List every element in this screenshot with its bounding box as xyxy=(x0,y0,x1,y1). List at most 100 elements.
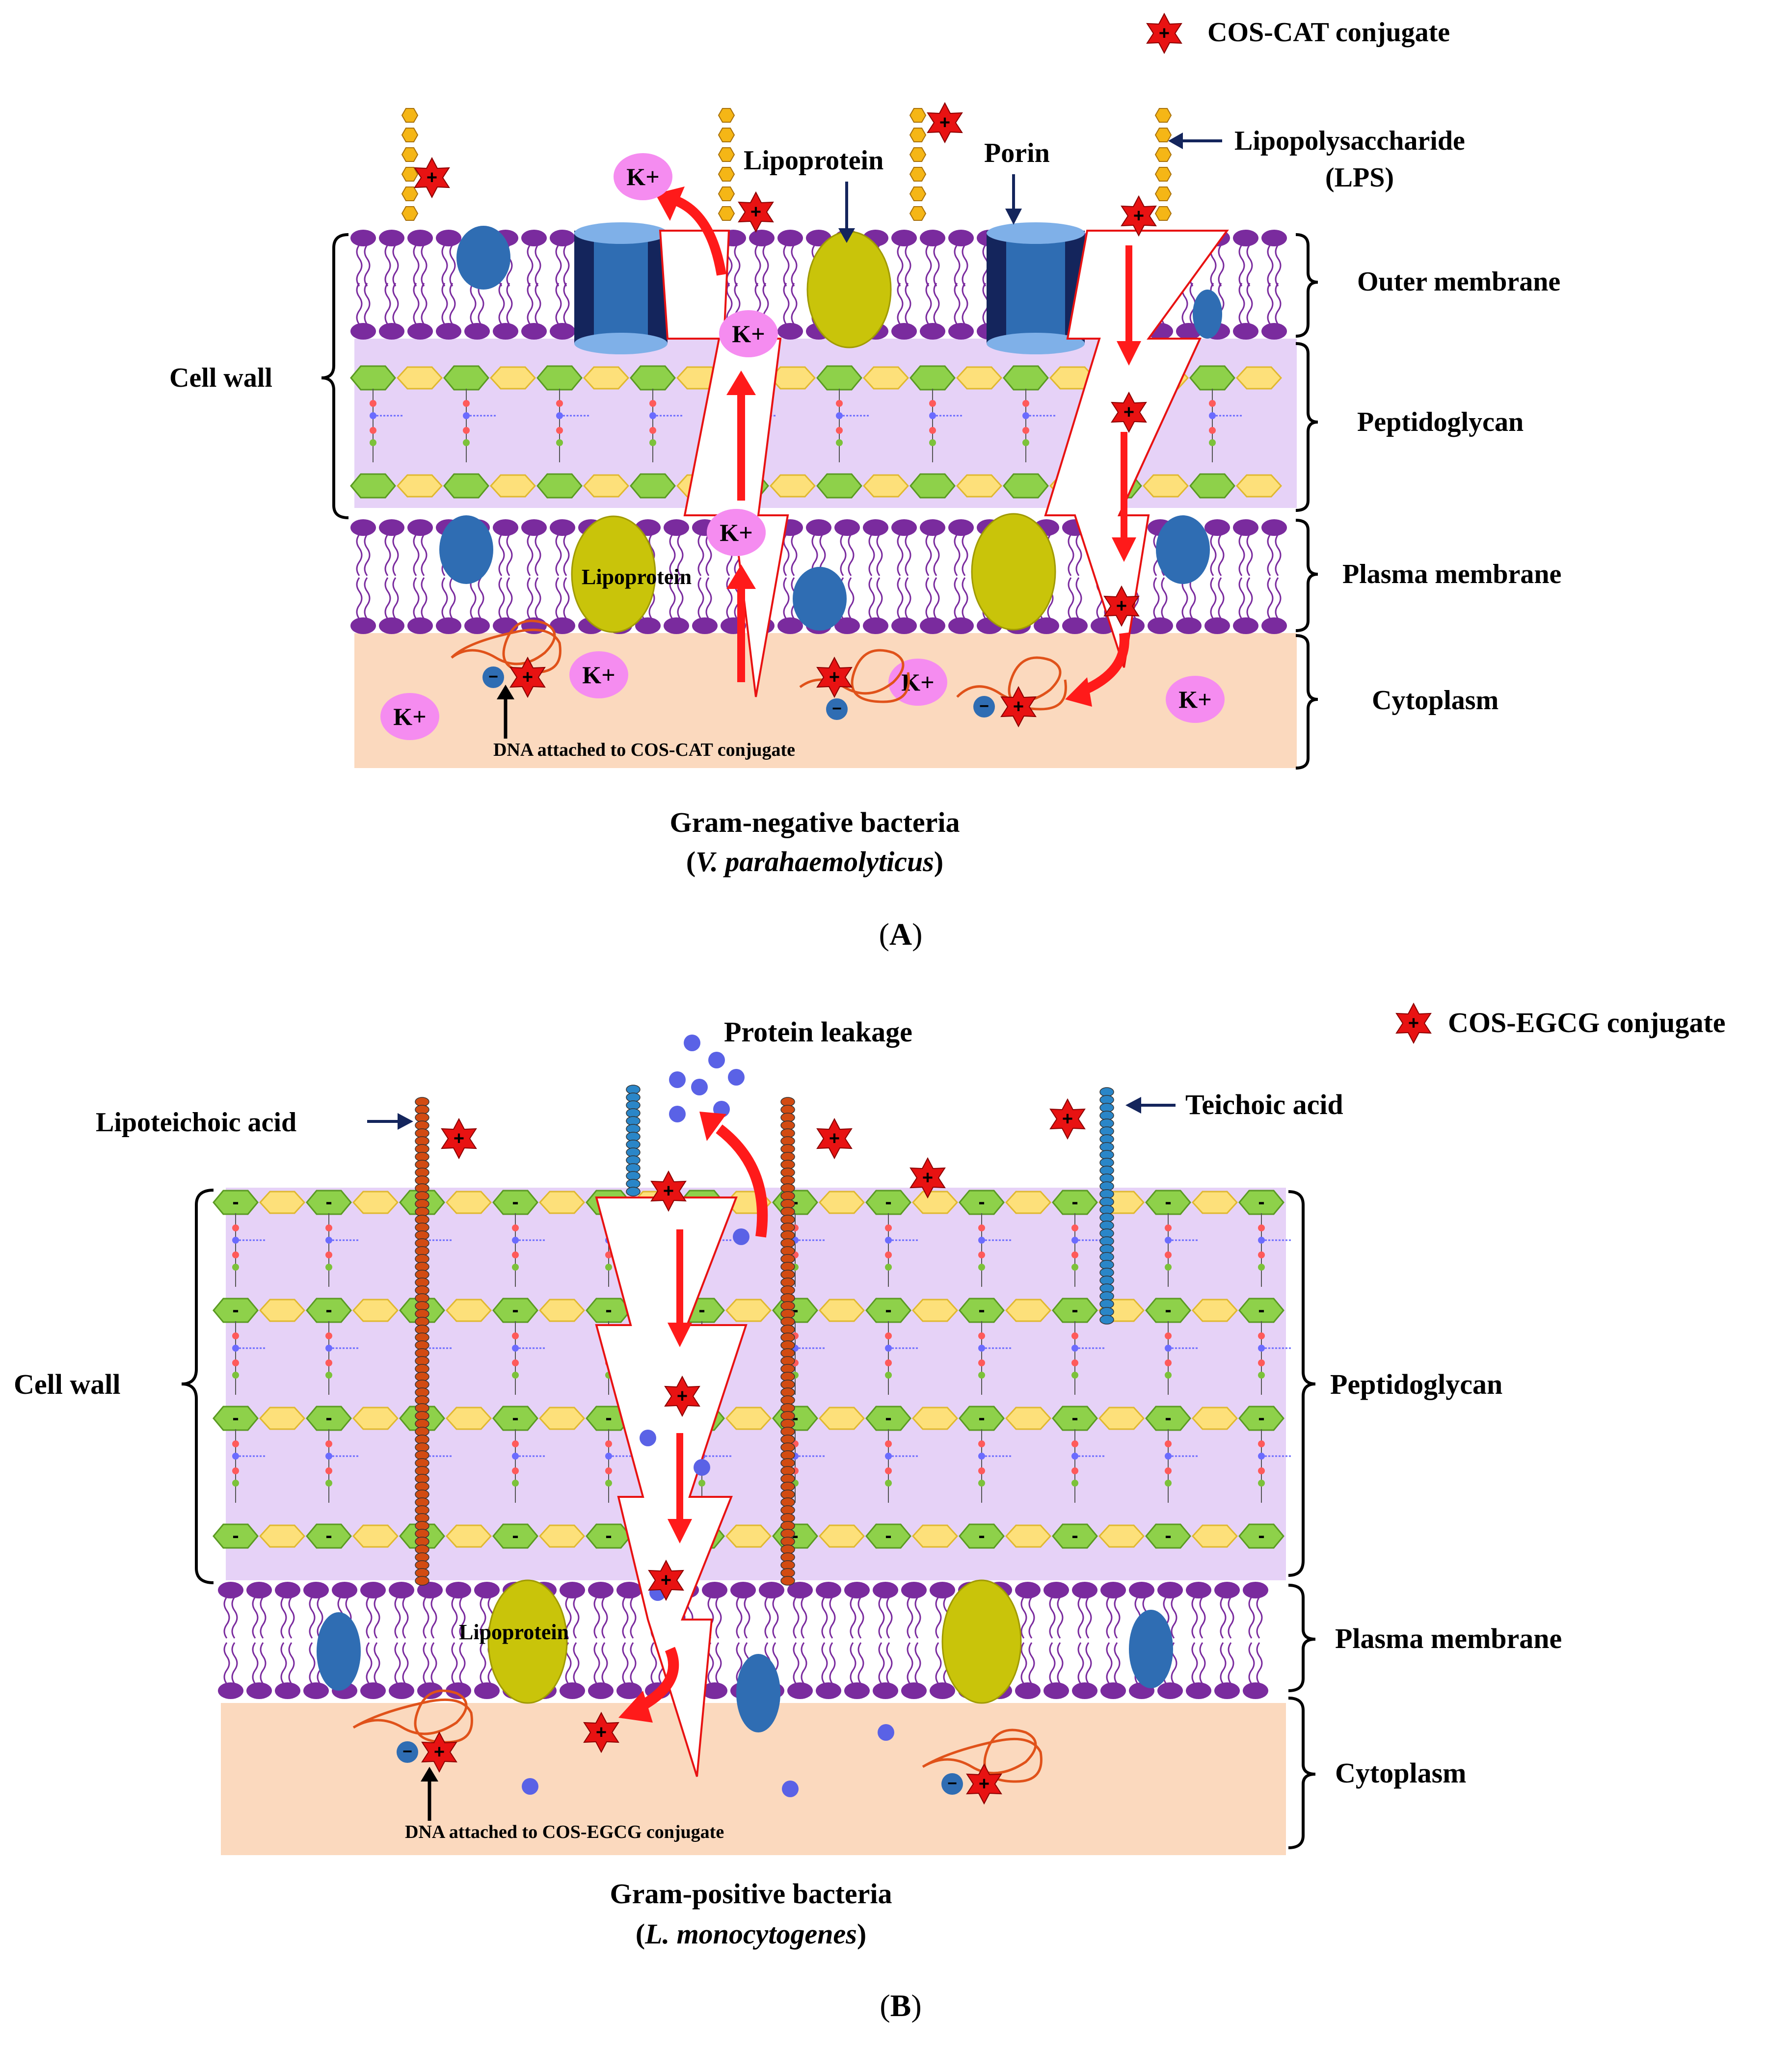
lps-chain-icon xyxy=(718,147,735,162)
protein-dot-icon xyxy=(878,1724,894,1741)
sugar-hexagon xyxy=(539,1191,585,1214)
lipid-head xyxy=(388,1581,415,1639)
lipid-head xyxy=(274,1581,301,1639)
lps-chain-icon xyxy=(909,206,927,221)
legend-a: COS-CAT conjugate xyxy=(1147,13,1450,53)
protein-dot-icon xyxy=(640,1430,656,1446)
lipid-head xyxy=(463,577,491,635)
efflux-arrows xyxy=(655,186,1141,707)
sugar-hexagon xyxy=(1005,1407,1051,1430)
lipid-head xyxy=(1232,518,1259,577)
teichoic-pointer-head xyxy=(1125,1097,1141,1114)
lps-chain-icon xyxy=(401,167,419,182)
potassium-ion-icon xyxy=(380,693,439,740)
negative-charge: - xyxy=(232,1191,239,1213)
svg-text:−: − xyxy=(947,1774,957,1793)
protein-dot-icon xyxy=(708,1052,725,1068)
lipid-head xyxy=(872,1581,899,1639)
negative-charge: - xyxy=(1165,1191,1171,1213)
negative-charge: - xyxy=(232,1407,239,1429)
cytoplasm-a-label: Cytoplasm xyxy=(1372,685,1498,716)
outer-membrane-label: Outer membrane xyxy=(1357,266,1560,297)
conjugate-star-icon xyxy=(927,103,963,143)
lps-chain-icon xyxy=(1154,186,1172,201)
sugar-hexagon xyxy=(397,366,443,390)
lipoteichoic-acid-icon xyxy=(415,1576,429,1586)
lipid-head xyxy=(587,1581,615,1639)
sugar-hexagon xyxy=(490,366,536,390)
lps-chain-icon xyxy=(401,147,419,162)
conjugate-star-icon xyxy=(817,1118,852,1159)
negative-charge: - xyxy=(1165,1299,1171,1321)
lipid-head xyxy=(691,577,719,635)
lipid-head xyxy=(815,1642,842,1700)
lipid-head xyxy=(378,518,405,577)
lipid-head xyxy=(919,518,946,577)
lps-chain-icon xyxy=(718,108,735,123)
conjugate-star-icon xyxy=(738,192,774,232)
protein-dot-icon xyxy=(691,1079,708,1095)
lipoteichoic-pointer-head xyxy=(398,1113,413,1130)
negative-charge: - xyxy=(885,1299,891,1321)
lipid-head xyxy=(1147,577,1174,635)
lps-chain-icon xyxy=(401,186,419,201)
lipid-head xyxy=(919,282,946,341)
lipid-head xyxy=(786,1642,814,1700)
lipid-head xyxy=(1185,1581,1212,1639)
brace-peptidoglycan xyxy=(1295,342,1318,512)
lipid-head xyxy=(758,1581,785,1639)
sugar-hexagon xyxy=(446,1191,492,1214)
lipid-head xyxy=(217,1581,244,1639)
panel-b-species: L. monocytogenes xyxy=(644,1918,857,1950)
sugar-hexagon xyxy=(1189,365,1235,391)
lps-chain-icon xyxy=(718,206,735,221)
sugar-hexagon xyxy=(1098,1524,1145,1548)
sugar-hexagon xyxy=(1192,1191,1238,1214)
sugar-hexagon xyxy=(352,1407,399,1430)
sugar-hexagon xyxy=(1189,473,1235,499)
lipid-head xyxy=(872,1642,899,1700)
negative-charge: - xyxy=(1071,1299,1078,1321)
sugar-hexagon xyxy=(352,1524,399,1548)
lipid-head xyxy=(378,282,405,341)
lightning-breach-icon xyxy=(1044,230,1229,668)
potassium-ion-icon xyxy=(707,509,766,556)
lipid-head xyxy=(349,282,377,341)
membrane-protein-icon xyxy=(317,1612,361,1691)
lps-abbrev-label: (LPS) xyxy=(1325,162,1394,193)
negative-charge: - xyxy=(1071,1191,1078,1213)
lipid-head xyxy=(549,229,576,287)
panel-b-title: Gram-positive bacteria xyxy=(610,1878,892,1910)
negative-charge: - xyxy=(1258,1407,1264,1429)
dna-note-arrowhead xyxy=(497,685,514,699)
negative-charge: - xyxy=(885,1407,891,1429)
panel-a-letter-group: (A) xyxy=(879,917,923,952)
lipid-head xyxy=(520,229,548,287)
lipid-head xyxy=(833,518,861,577)
teichoic-acid-icon xyxy=(1099,1315,1114,1325)
brace-cell-wall-a xyxy=(321,233,349,519)
sugar-hexagon xyxy=(863,366,909,390)
teichoic-acid-label: Teichoic acid xyxy=(1185,1089,1343,1120)
cytoplasm-b-label: Cytoplasm xyxy=(1335,1757,1466,1789)
influx-arrows xyxy=(618,1112,768,1723)
potassium-ion-label: K+ xyxy=(582,661,615,689)
sugar-hexagon xyxy=(909,473,956,499)
negative-charge: - xyxy=(792,1299,798,1321)
sugar-hexagon xyxy=(912,1191,958,1214)
dna-note-a: DNA attached to COS-CAT conjugate xyxy=(493,740,795,760)
sugar-hexagon xyxy=(1236,474,1282,498)
porin-label: Porin xyxy=(984,138,1050,168)
dna-note-b: DNA attached to COS-EGCG conjugate xyxy=(405,1822,724,1842)
lipid-head xyxy=(520,577,548,635)
protein-dot-icon xyxy=(694,1459,710,1476)
lipid-head xyxy=(776,282,804,341)
protein-dot-icon xyxy=(522,1778,538,1795)
negative-charge: - xyxy=(605,1407,612,1429)
sugar-hexagon xyxy=(1236,366,1282,390)
lipid-head xyxy=(587,1642,615,1700)
lipid-head xyxy=(1242,1642,1269,1700)
dna-strand-icon: − xyxy=(922,1729,1043,1804)
lipoprotein-icon xyxy=(571,515,656,633)
legend-a-label: COS-CAT conjugate xyxy=(1207,17,1450,48)
